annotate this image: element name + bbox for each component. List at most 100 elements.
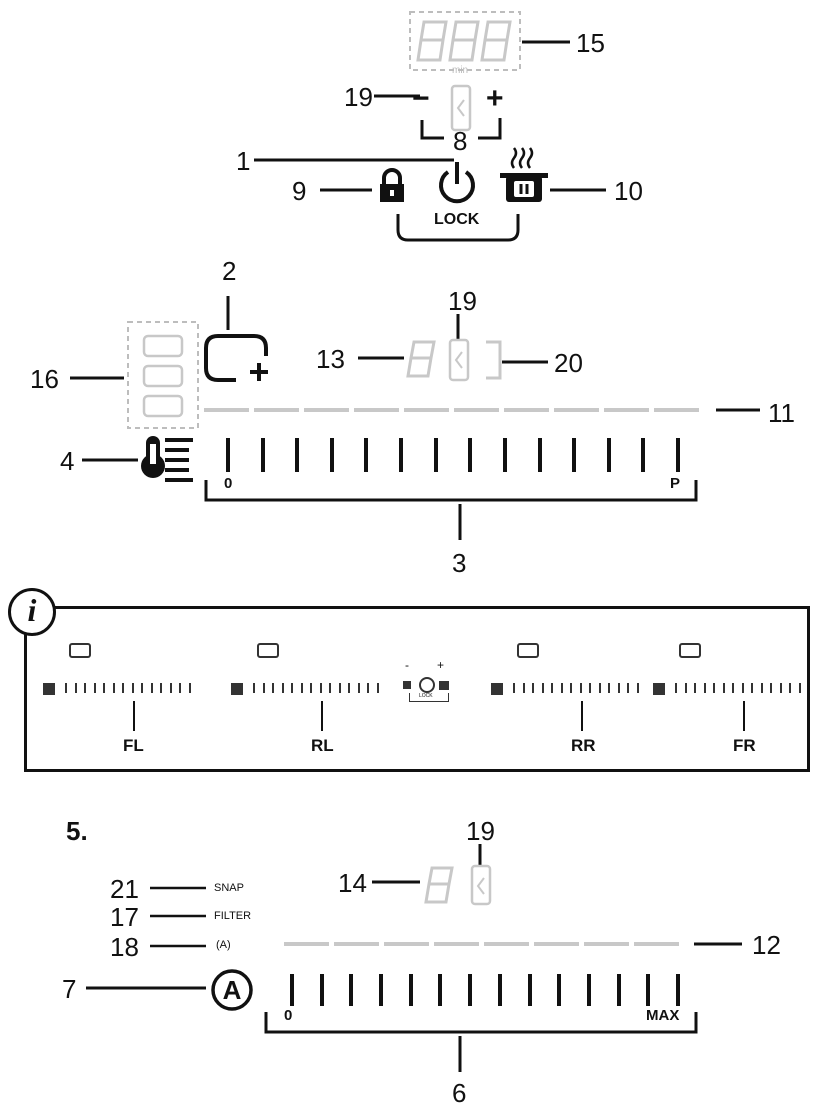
mini-slider-tick: [169, 683, 172, 693]
mini-slider-tick: [179, 683, 181, 693]
mini-slider-tick: [122, 683, 124, 693]
mini-slider-tick: [570, 683, 572, 693]
slider-tick[interactable]: [527, 974, 532, 1006]
slider-tick[interactable]: [319, 974, 324, 1006]
mini-slider-tick: [329, 683, 331, 693]
indicator-segment: [404, 408, 449, 412]
slider-tick[interactable]: [586, 974, 591, 1006]
callout-15: 15: [576, 28, 605, 58]
mini-slider-tick: [522, 683, 525, 693]
zone-leader: [133, 701, 135, 731]
lock-bracket: [396, 214, 520, 242]
slider-tick[interactable]: [537, 438, 542, 472]
slider-tick[interactable]: [438, 974, 443, 1006]
mini-lock-label: LOCK: [419, 693, 433, 699]
callout-12: 12: [752, 930, 781, 960]
mini-slider-tick: [589, 683, 591, 693]
slider-tick[interactable]: [379, 974, 384, 1006]
callout-19-hood: 19: [466, 816, 495, 846]
callout-7: 7: [62, 974, 77, 1004]
callout-17: 17: [110, 902, 139, 932]
hood-display: [372, 844, 492, 906]
slider-tick[interactable]: [468, 438, 473, 472]
mini-thermometer-icon: [231, 683, 243, 695]
slider-tick[interactable]: [290, 974, 294, 1006]
indicator-segment: [654, 408, 699, 412]
zone-icon: [679, 643, 701, 658]
info-zone-fr: FR: [653, 609, 813, 759]
slider-tick[interactable]: [433, 438, 438, 472]
mini-slider-tick: [513, 683, 515, 693]
timer-plus-button[interactable]: +: [486, 82, 504, 115]
indicator-segment: [554, 408, 599, 412]
indicator-segment: [634, 942, 679, 946]
indicator-segment: [304, 408, 349, 412]
mini-slider-tick: [160, 683, 162, 693]
callout-20: 20: [554, 348, 583, 378]
slider-tick[interactable]: [399, 438, 404, 472]
mini-slider-tick: [84, 683, 86, 693]
mini-slider-tick: [532, 683, 534, 693]
slider-tick[interactable]: [606, 438, 611, 472]
timer-minus-button[interactable]: −: [412, 82, 430, 115]
slider-tick[interactable]: [676, 438, 680, 472]
slider-tick[interactable]: [295, 438, 300, 472]
callout-8: 8: [453, 126, 468, 156]
mini-slider-tick: [338, 683, 341, 693]
slider-tick[interactable]: [349, 974, 354, 1006]
mini-slider-tick: [560, 683, 563, 693]
slider-tick[interactable]: [408, 974, 413, 1006]
slider-tick[interactable]: [557, 974, 562, 1006]
zone-code-label: FL: [123, 736, 144, 755]
slider-tick[interactable]: [226, 438, 230, 472]
mini-slider-tick: [741, 683, 744, 693]
mini-slider-tick: [675, 683, 677, 693]
callout-6: 6: [452, 1078, 467, 1108]
mini-slider-tick: [150, 683, 153, 693]
callout-2: 2: [222, 256, 237, 286]
zone-code-label: RR: [571, 736, 596, 755]
slider-tick[interactable]: [676, 974, 680, 1006]
mini-slider-tick: [65, 683, 67, 693]
info-zone-rl: RL: [231, 609, 391, 759]
auto-icon-letter[interactable]: A: [222, 975, 242, 1005]
mini-minus: -: [405, 658, 409, 672]
mini-slider-tick: [732, 683, 734, 693]
indicator-segment: [504, 408, 549, 412]
mini-plus: +: [437, 658, 445, 672]
info-icon: i: [8, 588, 56, 636]
mini-slider-tick: [636, 683, 639, 693]
mini-slider-tick: [598, 683, 601, 693]
slider-tick[interactable]: [646, 974, 651, 1006]
zone-slider-bracket: [204, 480, 698, 502]
pot-icon: [500, 147, 606, 202]
zone-leader: [321, 701, 323, 731]
indicator-segment: [604, 408, 649, 412]
mini-slider-tick: [627, 683, 629, 693]
slider-tick[interactable]: [364, 438, 369, 472]
slider-tick[interactable]: [502, 438, 507, 472]
auto-mode-label: (A): [216, 939, 231, 951]
mini-slider-tick: [300, 683, 303, 693]
slider-tick[interactable]: [260, 438, 265, 472]
mini-thermometer-icon: [491, 683, 503, 695]
slider-tick[interactable]: [329, 438, 334, 472]
mini-slider-tick: [779, 683, 782, 693]
indicator-segment: [584, 942, 629, 946]
callout-5: 5.: [66, 816, 88, 846]
mini-slider-tick: [131, 683, 134, 693]
mini-slider-tick: [770, 683, 772, 693]
mini-slider-tick: [789, 683, 791, 693]
zone-icon: [517, 643, 539, 658]
mini-slider-tick: [751, 683, 753, 693]
slider-tick[interactable]: [641, 438, 646, 472]
indicator-segment: [354, 408, 399, 412]
slider-tick[interactable]: [572, 438, 577, 472]
mini-slider-tick: [760, 683, 763, 693]
slider-tick[interactable]: [468, 974, 473, 1006]
slider-tick[interactable]: [497, 974, 502, 1006]
zone-display: [358, 314, 548, 382]
slider-tick[interactable]: [616, 974, 621, 1006]
hood-slider-bracket: [264, 1012, 698, 1034]
indicator-segment: [284, 942, 329, 946]
